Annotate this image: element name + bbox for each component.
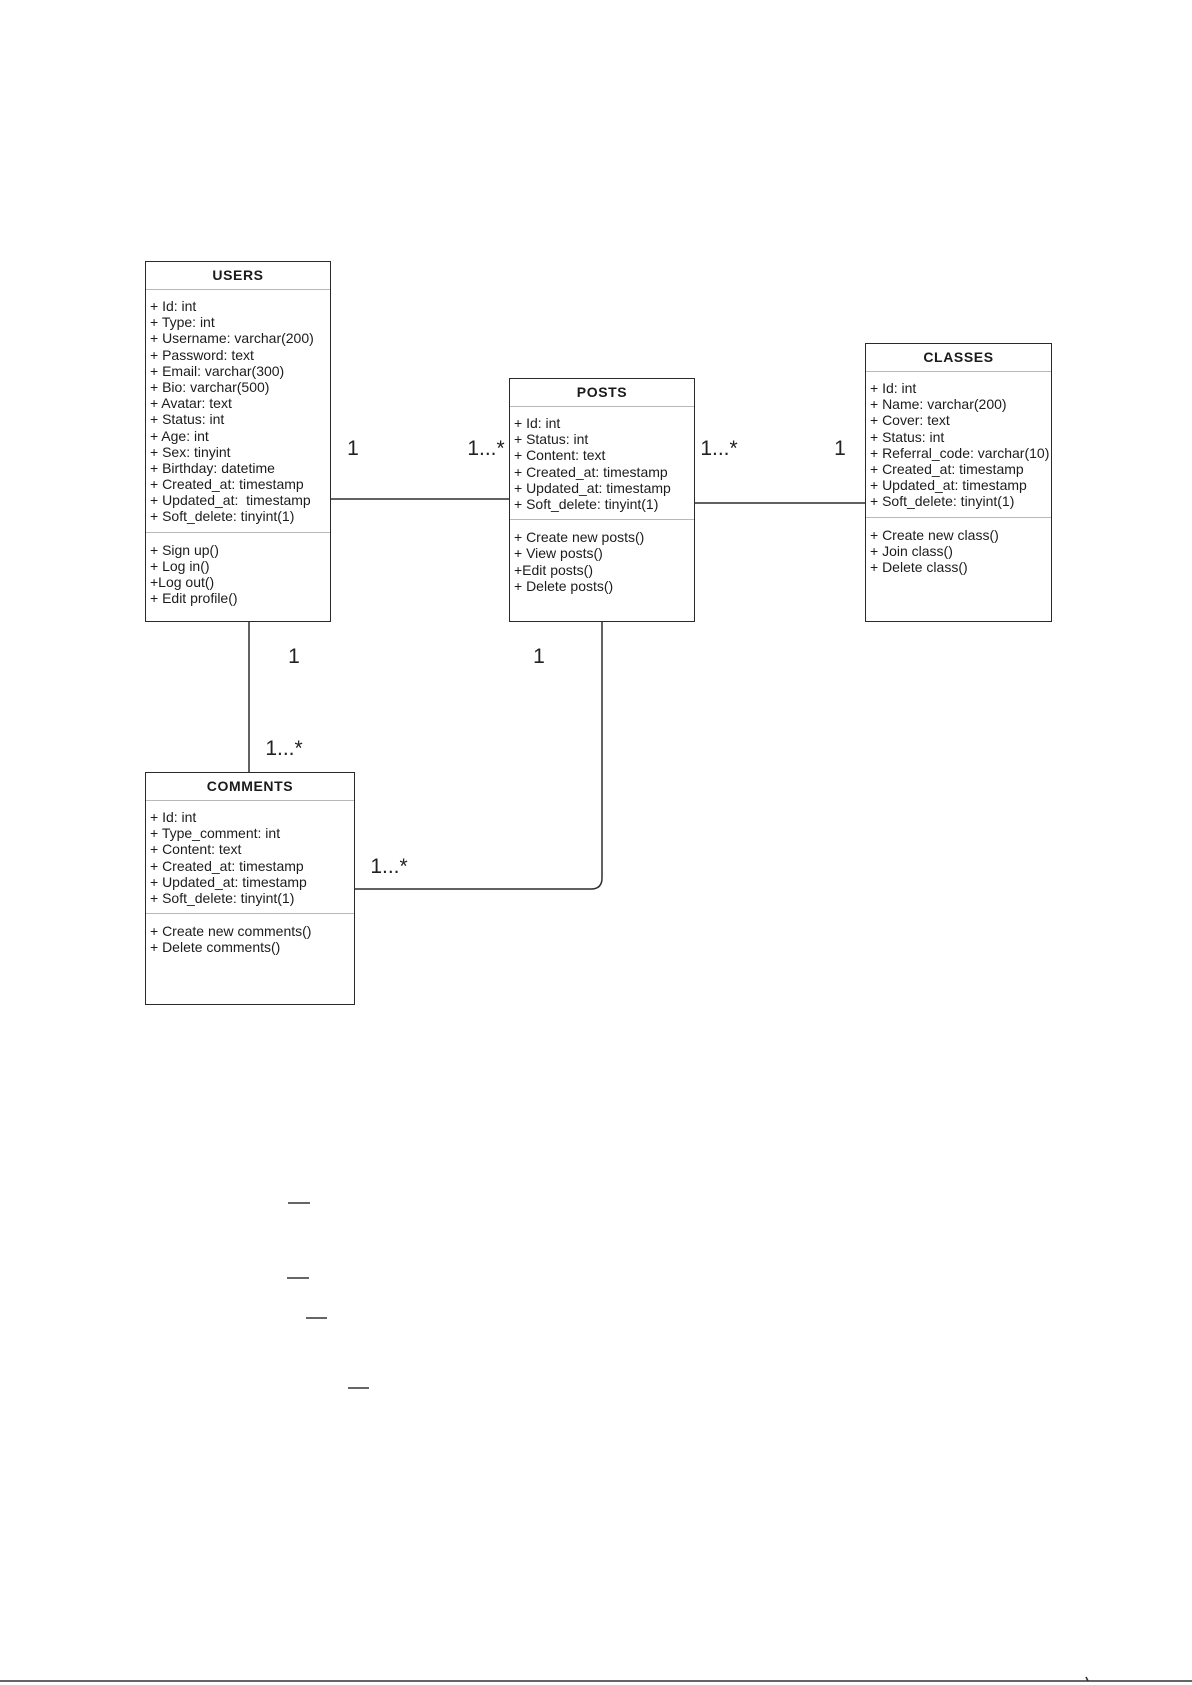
attribute-row: + Status: int	[514, 431, 589, 448]
attribute-row: + Updated_at: timestamp	[150, 873, 307, 890]
attributes-section: + Id: int + Status: int + Content: text …	[510, 407, 694, 521]
method-row: + Delete posts()	[514, 577, 614, 594]
multiplicity-posts-comments-comments-end: 1...*	[370, 855, 407, 878]
attribute-row: + Soft_delete: tinyint(1)	[870, 493, 1015, 510]
class-name: CLASSES	[866, 344, 1051, 372]
attribute-row: + Cover: text	[870, 412, 950, 429]
method-row: + Delete class()	[870, 558, 968, 575]
methods-section: + Sign up() + Log in() +Log out() + Edit…	[146, 533, 330, 621]
attribute-row: + Content: text	[150, 841, 242, 858]
method-row: +Edit posts()	[514, 561, 593, 578]
multiplicity-posts-classes-posts-end: 1...*	[700, 437, 737, 460]
attribute-row: + Status: int	[870, 428, 945, 445]
methods-section: + Create new posts() + View posts() +Edi…	[510, 520, 694, 621]
multiplicity-users-posts-posts-end: 1...*	[467, 437, 504, 460]
attribute-row: + Created_at: timestamp	[150, 476, 304, 493]
attribute-row: + Name: varchar(200)	[870, 396, 1007, 413]
method-row: + View posts()	[514, 545, 603, 562]
class-classes: CLASSES + Id: int + Name: varchar(200) +…	[865, 343, 1052, 622]
class-name: COMMENTS	[146, 773, 354, 801]
attribute-row: + Email: varchar(300)	[150, 362, 285, 379]
method-row: + Delete comments()	[150, 939, 281, 956]
attribute-row: + Id: int	[870, 380, 917, 396]
attribute-row: + Created_at: timestamp	[150, 857, 304, 874]
attribute-row: + Content: text	[514, 447, 606, 464]
multiplicity-users-comments-users-end: 1	[288, 645, 300, 668]
method-row: +Log out()	[150, 574, 215, 590]
attributes-section: + Id: int + Type_comment: int + Content:…	[146, 801, 354, 915]
attribute-row: + Soft_delete: tinyint(1)	[150, 889, 295, 906]
method-row: + Join class()	[870, 542, 953, 559]
multiplicity-posts-comments-posts-end: 1	[533, 645, 545, 668]
method-row: + Create new comments()	[150, 923, 312, 940]
attribute-row: + Updated_at: timestamp	[514, 479, 671, 496]
attribute-row: + Soft_delete: tinyint(1)	[514, 495, 659, 512]
page-bottom-tick	[1085, 1676, 1089, 1682]
multiplicity-posts-classes-classes-end: 1	[834, 437, 846, 460]
attribute-row: + Created_at: timestamp	[870, 460, 1024, 477]
attribute-row: + Password: text	[150, 346, 254, 363]
attribute-row: + Age: int	[150, 427, 209, 444]
attribute-row: + Sex: tinyint	[150, 443, 231, 460]
methods-section: + Create new comments() + Delete comment…	[146, 914, 354, 1004]
attribute-row: + Username: varchar(200)	[150, 330, 314, 347]
multiplicity-users-posts-users-end: 1	[347, 437, 359, 460]
attribute-row: + Id: int	[150, 298, 197, 314]
attribute-row: + Id: int	[150, 809, 197, 825]
attribute-row: + Updated_at: timestamp	[150, 492, 311, 509]
attribute-row: + Updated_at: timestamp	[870, 477, 1027, 494]
association-posts-comments	[355, 622, 603, 890]
attribute-row: + Status: int	[150, 411, 225, 428]
attribute-row: + Avatar: text	[150, 395, 232, 412]
attribute-row: + Type: int	[150, 314, 215, 331]
method-row: + Sign up()	[150, 541, 219, 558]
method-row: + Log in()	[150, 557, 210, 574]
attributes-section: + Id: int + Name: varchar(200) + Cover: …	[866, 372, 1051, 518]
class-comments: COMMENTS + Id: int + Type_comment: int +…	[145, 772, 355, 1005]
class-name: POSTS	[510, 379, 694, 407]
class-posts: POSTS + Id: int + Status: int + Content:…	[509, 378, 695, 622]
attribute-row: + Referral_code: varchar(10)	[870, 444, 1050, 461]
attribute-row: + Birthday: datetime	[150, 459, 275, 476]
method-row: + Create new posts()	[514, 529, 645, 546]
class-users: USERS + Id: int + Type: int + Username: …	[145, 261, 331, 622]
class-name: USERS	[146, 262, 330, 290]
method-row: + Create new class()	[870, 526, 999, 543]
attribute-row: + Soft_delete: tinyint(1)	[150, 508, 295, 525]
method-row: + Edit profile()	[150, 590, 238, 607]
attribute-row: + Id: int	[514, 415, 561, 431]
attribute-row: + Bio: varchar(500)	[150, 378, 270, 395]
multiplicity-users-comments-comments-end: 1...*	[265, 737, 302, 760]
attribute-row: + Type_comment: int	[150, 825, 281, 842]
attribute-row: + Created_at: timestamp	[514, 463, 668, 480]
attributes-section: + Id: int + Type: int + Username: varcha…	[146, 290, 330, 533]
methods-section: + Create new class() + Join class() + De…	[866, 518, 1051, 622]
